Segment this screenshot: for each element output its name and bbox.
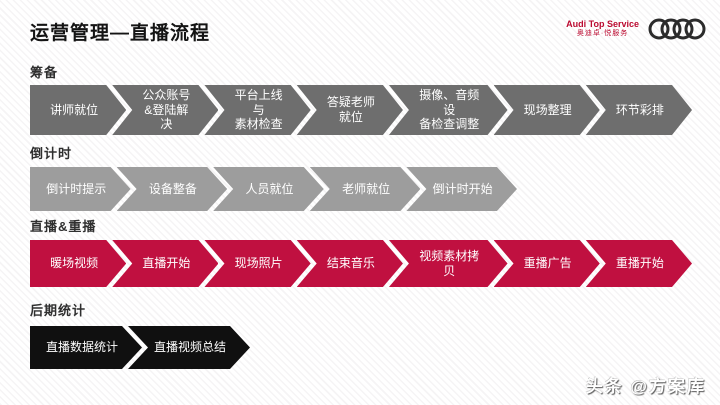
step-chevron: 环节彩排 <box>586 85 692 135</box>
step-chevron: 直播开始 <box>112 240 218 287</box>
audi-rings-icon <box>648 18 706 40</box>
step-chevron: 公众账号 &登陆解 决 <box>112 85 218 135</box>
audi-top-service-wordmark: Audi Top Service 奥迪卓·悦服务 <box>566 19 639 39</box>
step-chevron: 重播开始 <box>586 240 692 287</box>
step-chevron: 结束音乐 <box>297 240 403 287</box>
step-chevron: 现场照片 <box>204 240 310 287</box>
section-label-countdown: 倒计时 <box>30 146 73 161</box>
section-label-prep: 筹备 <box>30 65 59 80</box>
step-chevron: 老师就位 <box>310 167 421 211</box>
step-chevron: 倒计时开始 <box>406 167 517 211</box>
step-chevron: 人员就位 <box>213 167 324 211</box>
flow-row-live: 暖场视频 直播开始 现场照片 结束音乐 视频素材拷贝 重播广告 重播开始 <box>30 240 692 287</box>
audi-top-service-logo: Audi Top Service 奥迪卓·悦服务 <box>566 16 706 42</box>
step-chevron: 直播视频总结 <box>128 326 250 369</box>
step-chevron: 视频素材拷贝 <box>389 240 508 287</box>
step-chevron: 摄像、音频设 备检查调整 <box>389 85 508 135</box>
flow-row-prep: 讲师就位 公众账号 &登陆解 决 平台上线与 素材检查 答疑老师 就位 摄像、音… <box>30 85 692 135</box>
step-chevron: 设备整备 <box>117 167 228 211</box>
flow-row-countdown: 倒计时提示 设备整备 人员就位 老师就位 倒计时开始 <box>30 167 517 211</box>
step-chevron: 现场整理 <box>494 85 600 135</box>
step-chevron: 倒计时提示 <box>30 167 131 211</box>
step-chevron: 重播广告 <box>494 240 600 287</box>
step-chevron: 平台上线与 素材检查 <box>204 85 310 135</box>
page-title: 运营管理—直播流程 <box>30 23 211 44</box>
flow-row-post: 直播数据统计 直播视频总结 <box>30 326 250 369</box>
watermark: 头条 @方案库 <box>585 377 706 396</box>
section-label-live: 直播&重播 <box>30 219 97 234</box>
section-label-post: 后期统计 <box>30 303 87 318</box>
step-chevron: 答疑老师 就位 <box>297 85 403 135</box>
step-chevron: 直播数据统计 <box>30 326 142 369</box>
step-chevron: 讲师就位 <box>30 85 126 135</box>
logo-brand-text: Audi Top Service <box>566 19 639 29</box>
logo-tagline-text: 奥迪卓·悦服务 <box>576 30 629 38</box>
step-chevron: 暖场视频 <box>30 240 126 287</box>
